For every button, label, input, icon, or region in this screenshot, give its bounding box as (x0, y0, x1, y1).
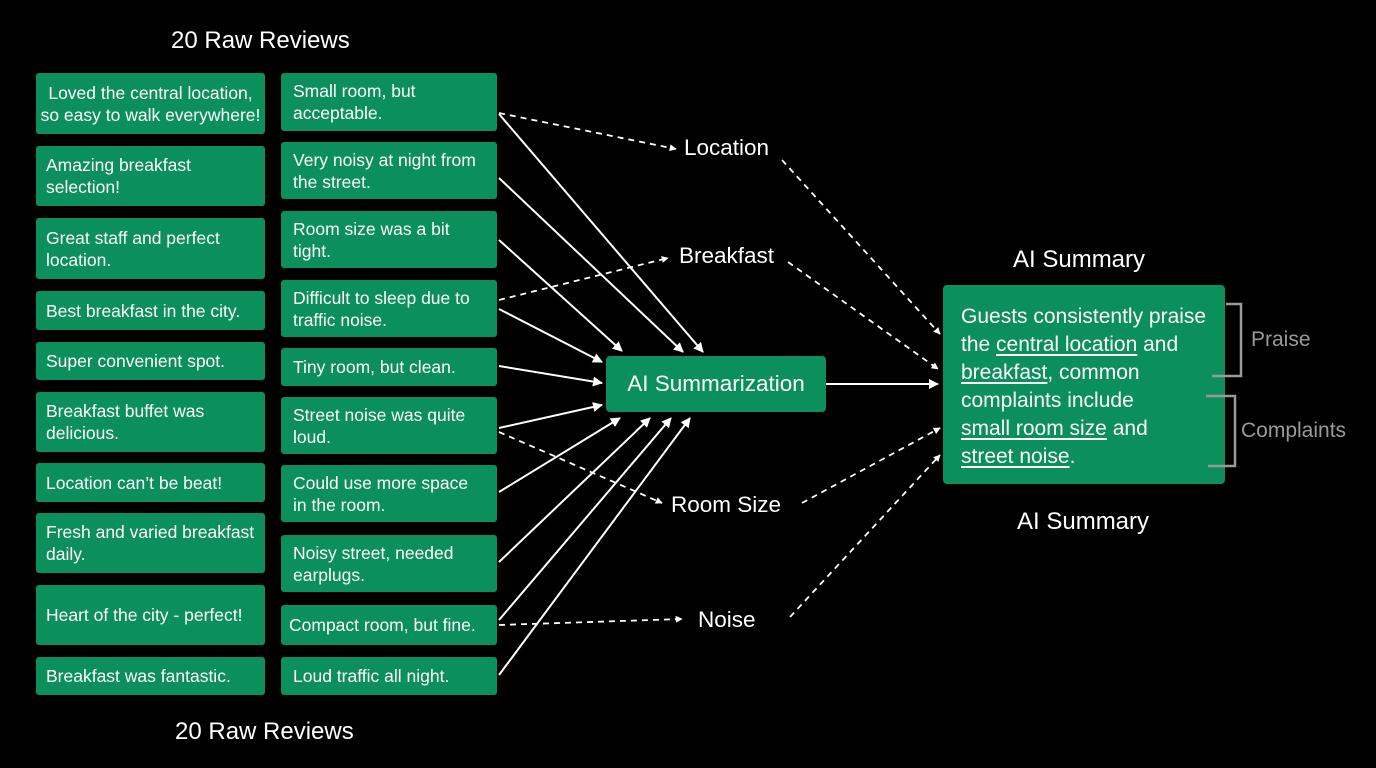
brace-label-praise: Praise (1251, 328, 1311, 351)
review-card: Best breakfast in the city. (36, 291, 265, 330)
review-card: Breakfast buffet was delicious. (36, 392, 265, 452)
review-text: Breakfast buffet was delicious. (46, 401, 205, 443)
summary-line: small room size and (961, 415, 1225, 443)
dashed-arrow-to-room-size (498, 431, 663, 504)
dashed-arrow-location-to-summary (781, 159, 941, 335)
arrow-review-to-ai (498, 417, 621, 493)
review-text: Heart of the city - perfect! (46, 605, 243, 625)
review-text: Street noise was quite loud. (293, 404, 466, 447)
topic-room-size: Room Size (671, 492, 782, 517)
ai-summarization-label: AI Summarization (627, 371, 805, 396)
summary-text: Guests consistently praise (961, 305, 1207, 328)
dashed-arrow-to-location (498, 112, 677, 152)
summary-text: and (1106, 417, 1148, 440)
summary-keyword-street-noise: street noise (961, 445, 1070, 468)
arrow-review-to-ai (498, 417, 691, 676)
arrow-review-to-ai (498, 113, 704, 353)
summary-line: breakfast, common (961, 359, 1225, 387)
review-text: Amazing breakfast selection! (46, 155, 191, 197)
review-card: Location can’t be beat! (36, 463, 265, 502)
summary-line: complaints include (961, 387, 1225, 415)
summary-keyword-small-room-size: small room size (961, 417, 1107, 440)
arrow-review-to-ai (498, 417, 651, 563)
review-card: Breakfast was fantastic. (36, 657, 265, 695)
review-card: Amazing breakfast selection! (36, 146, 265, 206)
summary-text: , common (1047, 361, 1140, 384)
summary-text: and (1137, 333, 1179, 356)
summary-keyword-breakfast: breakfast (961, 361, 1048, 384)
heading-raw-reviews-top: 20 Raw Reviews (171, 27, 350, 54)
review-card: Tiny room, but clean. (281, 348, 497, 386)
review-text: Could use more space in the room. (293, 472, 469, 515)
bracket-complaints (1206, 394, 1237, 468)
dashed-arrow-to-noise (498, 615, 683, 626)
review-text: Difficult to sleep due to traffic noise. (293, 287, 470, 330)
review-card: Small room, but acceptable. (281, 73, 497, 131)
heading-ai-summary-bottom: AI Summary (1017, 508, 1150, 535)
review-card: Difficult to sleep due to traffic noise. (281, 280, 497, 337)
review-card: Compact room, but fine. (281, 605, 497, 645)
review-text: Room size was a bit tight. (293, 218, 450, 261)
arrow-review-to-ai (498, 417, 672, 621)
bracket-praise (1212, 302, 1243, 378)
review-text: Noisy street, needed earplugs. (293, 542, 454, 585)
arrow-review-to-ai (498, 308, 603, 363)
review-card: Could use more space in the room. (281, 465, 497, 522)
review-card: Loved the central location, so easy to w… (36, 73, 265, 134)
heading-ai-summary-top: AI Summary (1013, 246, 1146, 273)
review-text: Location can’t be beat! (46, 472, 223, 493)
review-card: Heart of the city - perfect! (36, 585, 265, 645)
review-text: Best breakfast in the city. (46, 300, 241, 321)
summary-line: street noise. (961, 443, 1225, 471)
review-text: Fresh and varied breakfast daily. (46, 522, 255, 564)
heading-raw-reviews-bottom: 20 Raw Reviews (175, 718, 354, 745)
summary-line: the central location and (961, 331, 1225, 359)
arrow-review-to-ai (498, 402, 603, 429)
ai-summary-box: Guests consistently praise the central l… (943, 285, 1225, 484)
topic-breakfast: Breakfast (679, 243, 775, 268)
dashed-arrow-to-breakfast (498, 256, 669, 301)
summary-text: complaints include (961, 389, 1134, 412)
arrow-review-to-ai (498, 177, 684, 353)
review-card: Room size was a bit tight. (281, 211, 497, 268)
arrow-review-to-ai (498, 365, 603, 387)
dashed-arrow-breakfast-to-summary (787, 261, 939, 370)
review-text: Breakfast was fantastic. (46, 666, 231, 686)
review-text: Loved the central location, so easy to w… (40, 82, 261, 125)
brace-label-complaints: Complaints (1241, 419, 1347, 442)
summary-text: . (1069, 445, 1076, 468)
review-card: Very noisy at night from the street. (281, 142, 497, 199)
topic-location: Location (684, 135, 770, 160)
review-card: Great staff and perfect location. (36, 218, 265, 279)
review-text: Tiny room, but clean. (293, 357, 456, 377)
review-text: Very noisy at night from the street. (293, 149, 476, 192)
review-card: Super convenient spot. (36, 342, 265, 380)
dashed-arrow-room-size-to-summary (801, 427, 941, 504)
topic-noise: Noise (698, 607, 756, 632)
review-card: Street noise was quite loud. (281, 397, 497, 454)
review-text: Great staff and perfect location. (46, 227, 220, 270)
dashed-arrow-noise-to-summary (789, 454, 941, 618)
review-card: Loud traffic all night. (281, 657, 497, 695)
review-text: Small room, but acceptable. (293, 81, 416, 123)
summary-text: the (961, 333, 997, 356)
review-card: Fresh and varied breakfast daily. (36, 513, 265, 573)
summary-line: Guests consistently praise (961, 303, 1225, 331)
review-text: Super convenient spot. (46, 351, 226, 371)
review-text: Compact room, but fine. (289, 615, 476, 635)
review-card: Noisy street, needed earplugs. (281, 535, 497, 592)
summary-keyword-central-location: central location (996, 333, 1138, 356)
arrow-review-to-ai (498, 239, 623, 352)
ai-summarization-box: AI Summarization (606, 356, 826, 412)
review-text: Loud traffic all night. (293, 666, 450, 686)
